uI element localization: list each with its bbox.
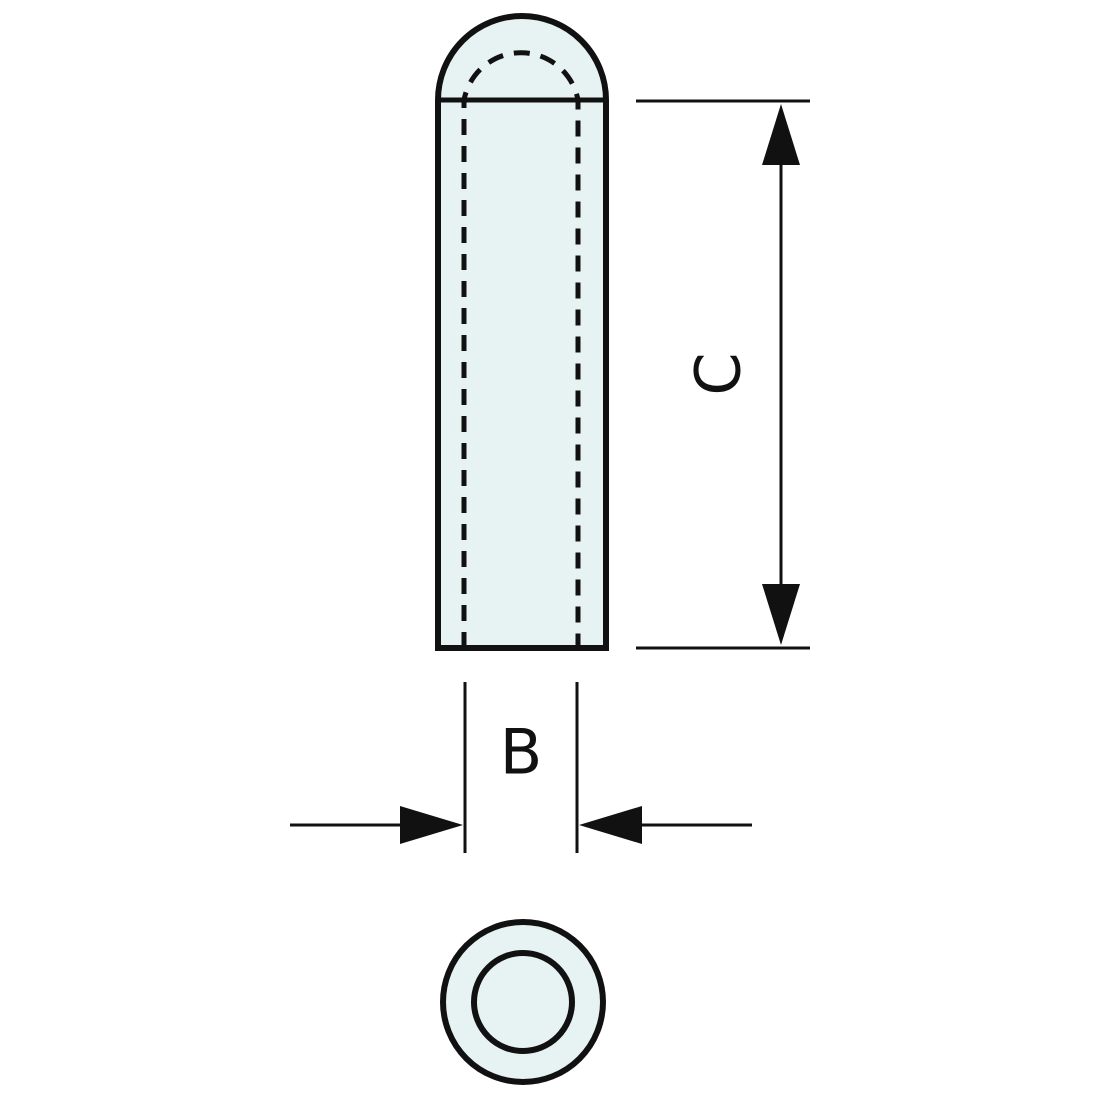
arrow-right-icon — [400, 806, 463, 844]
hidden-bore-lines — [461, 50, 581, 648]
arrow-up-icon — [762, 104, 800, 165]
cap-side-view — [435, 13, 609, 651]
label-c: C — [682, 352, 755, 395]
dimension-c: C — [636, 99, 810, 650]
inner-circle — [471, 950, 575, 1054]
arrow-down-icon — [762, 584, 800, 645]
label-b: B — [500, 716, 543, 789]
cap-end-view — [440, 919, 606, 1085]
dimension-b: B — [290, 682, 752, 853]
arrow-left-icon — [579, 806, 642, 844]
